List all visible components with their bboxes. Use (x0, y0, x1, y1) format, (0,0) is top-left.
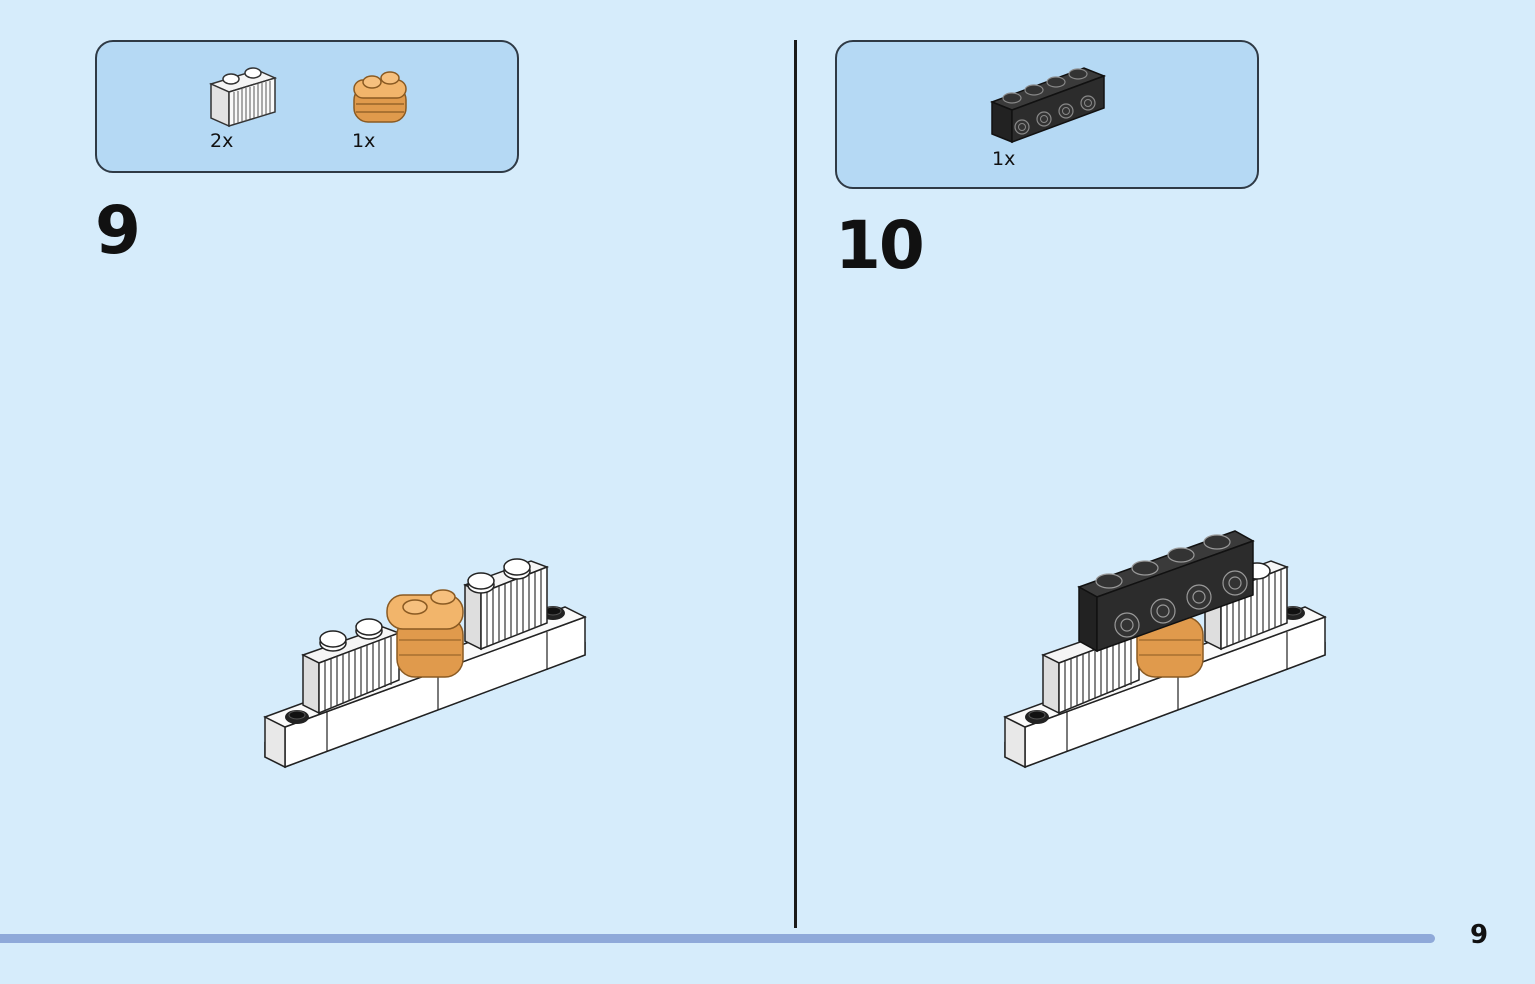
part-quantity: 1x (992, 148, 1016, 170)
page-number: 9 (1470, 920, 1489, 950)
step-number: 10 (835, 207, 925, 284)
part-quantity: 1x (352, 130, 376, 152)
parts-callout-step-9: 2x 1x (95, 40, 519, 173)
part-quantity: 2x (210, 130, 234, 152)
white-grille-brick-icon (209, 67, 278, 128)
tan-round-plate-icon (353, 71, 407, 123)
step-number: 9 (95, 192, 141, 269)
black-brick-side-studs-icon (990, 67, 1107, 144)
column-divider (794, 40, 797, 928)
step-10-model-illustration (1003, 530, 1327, 769)
page-footer-bar (0, 934, 1435, 943)
parts-callout-step-10: 1x (835, 40, 1259, 189)
step-9-model-illustration (263, 558, 587, 769)
